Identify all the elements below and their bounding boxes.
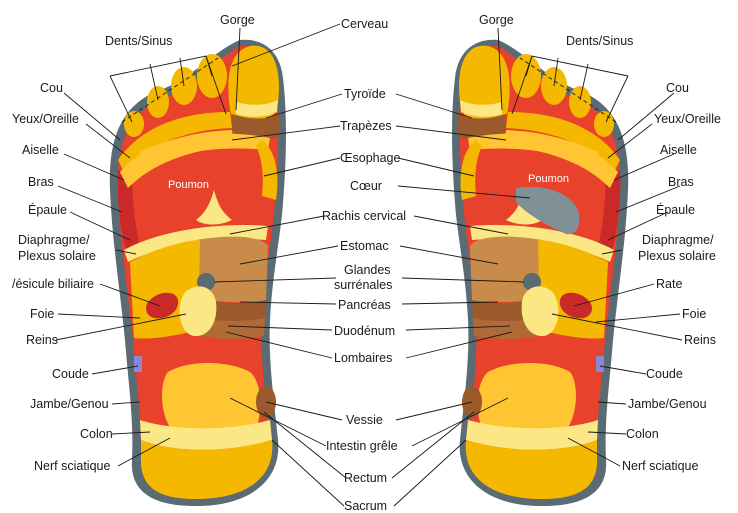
label-diaphragme-left-2: Plexus solaire: [18, 249, 96, 263]
lung-label-right: Poumon: [528, 173, 569, 185]
label-gorge-right: Gorge: [479, 13, 514, 27]
label-bras-left: Bras: [28, 175, 54, 189]
label-foie-right: Foie: [682, 307, 706, 321]
label-glandes-2: surrénales: [334, 278, 392, 292]
label-gorge-left: Gorge: [220, 13, 255, 27]
label-jambe-genou-right: Jambe/Genou: [628, 397, 707, 411]
label-cou-left: Cou: [40, 81, 63, 95]
label-epaule-left: Épaule: [28, 202, 67, 217]
label-dents-sinus-left: Dents/Sinus: [105, 34, 172, 48]
label-rectum: Rectum: [344, 471, 387, 485]
label-aiselle-left: Aiselle: [22, 143, 59, 157]
label-dents-sinus-right: Dents/Sinus: [566, 34, 633, 48]
label-cou-right: Cou: [666, 81, 689, 95]
label-coude-left: Coude: [52, 367, 89, 381]
label-foie-left: Foie: [30, 307, 54, 321]
label-yeux-oreille-right: Yeux/Oreille: [654, 112, 721, 126]
label-aiselle-right: Aiselle: [660, 143, 697, 157]
label-yeux-oreille-left: Yeux/Oreille: [12, 112, 79, 126]
label-coeur: Cœur: [350, 179, 382, 193]
label-vesicule: /ésicule biliaire: [12, 277, 94, 291]
label-lombaires: Lombaires: [334, 351, 392, 365]
label-intestin-grele: Intestin grêle: [326, 439, 398, 453]
label-cerveau: Cerveau: [341, 17, 388, 31]
label-estomac: Estomac: [340, 239, 389, 253]
label-nerf-sciatique-left: Nerf sciatique: [34, 459, 110, 473]
label-colon-left: Colon: [80, 427, 113, 441]
label-rachis-cervical: Rachis cervical: [322, 209, 406, 223]
label-nerf-sciatique-right: Nerf sciatique: [622, 459, 698, 473]
label-vessie: Vessie: [346, 413, 383, 427]
left-foot: [110, 40, 286, 506]
label-diaphragme-right-2: Plexus solaire: [638, 249, 716, 263]
label-rate: Rate: [656, 277, 682, 291]
label-tyroide: Tyroïde: [344, 87, 386, 101]
right-foot: [452, 40, 628, 506]
label-reins-right: Reins: [684, 333, 716, 347]
lung-label-left: Poumon: [168, 179, 209, 191]
label-diaphragme-left-1: Diaphragme/: [18, 233, 90, 247]
label-trapezes: Trapèzes: [340, 119, 392, 133]
label-jambe-genou-left: Jambe/Genou: [30, 397, 109, 411]
label-duodenum: Duodénum: [334, 324, 395, 338]
label-bras-right: Bras: [668, 175, 694, 189]
label-colon-right: Colon: [626, 427, 659, 441]
label-coude-right: Coude: [646, 367, 683, 381]
label-diaphragme-right-1: Diaphragme/: [642, 233, 714, 247]
label-glandes-1: Glandes: [344, 263, 391, 277]
label-epaule-right: Épaule: [656, 202, 695, 217]
label-sacrum: Sacrum: [344, 499, 387, 513]
label-reins-left: Reins: [26, 333, 58, 347]
label-oesophage: Œsophage: [340, 151, 401, 165]
label-pancreas: Pancréas: [338, 298, 391, 312]
